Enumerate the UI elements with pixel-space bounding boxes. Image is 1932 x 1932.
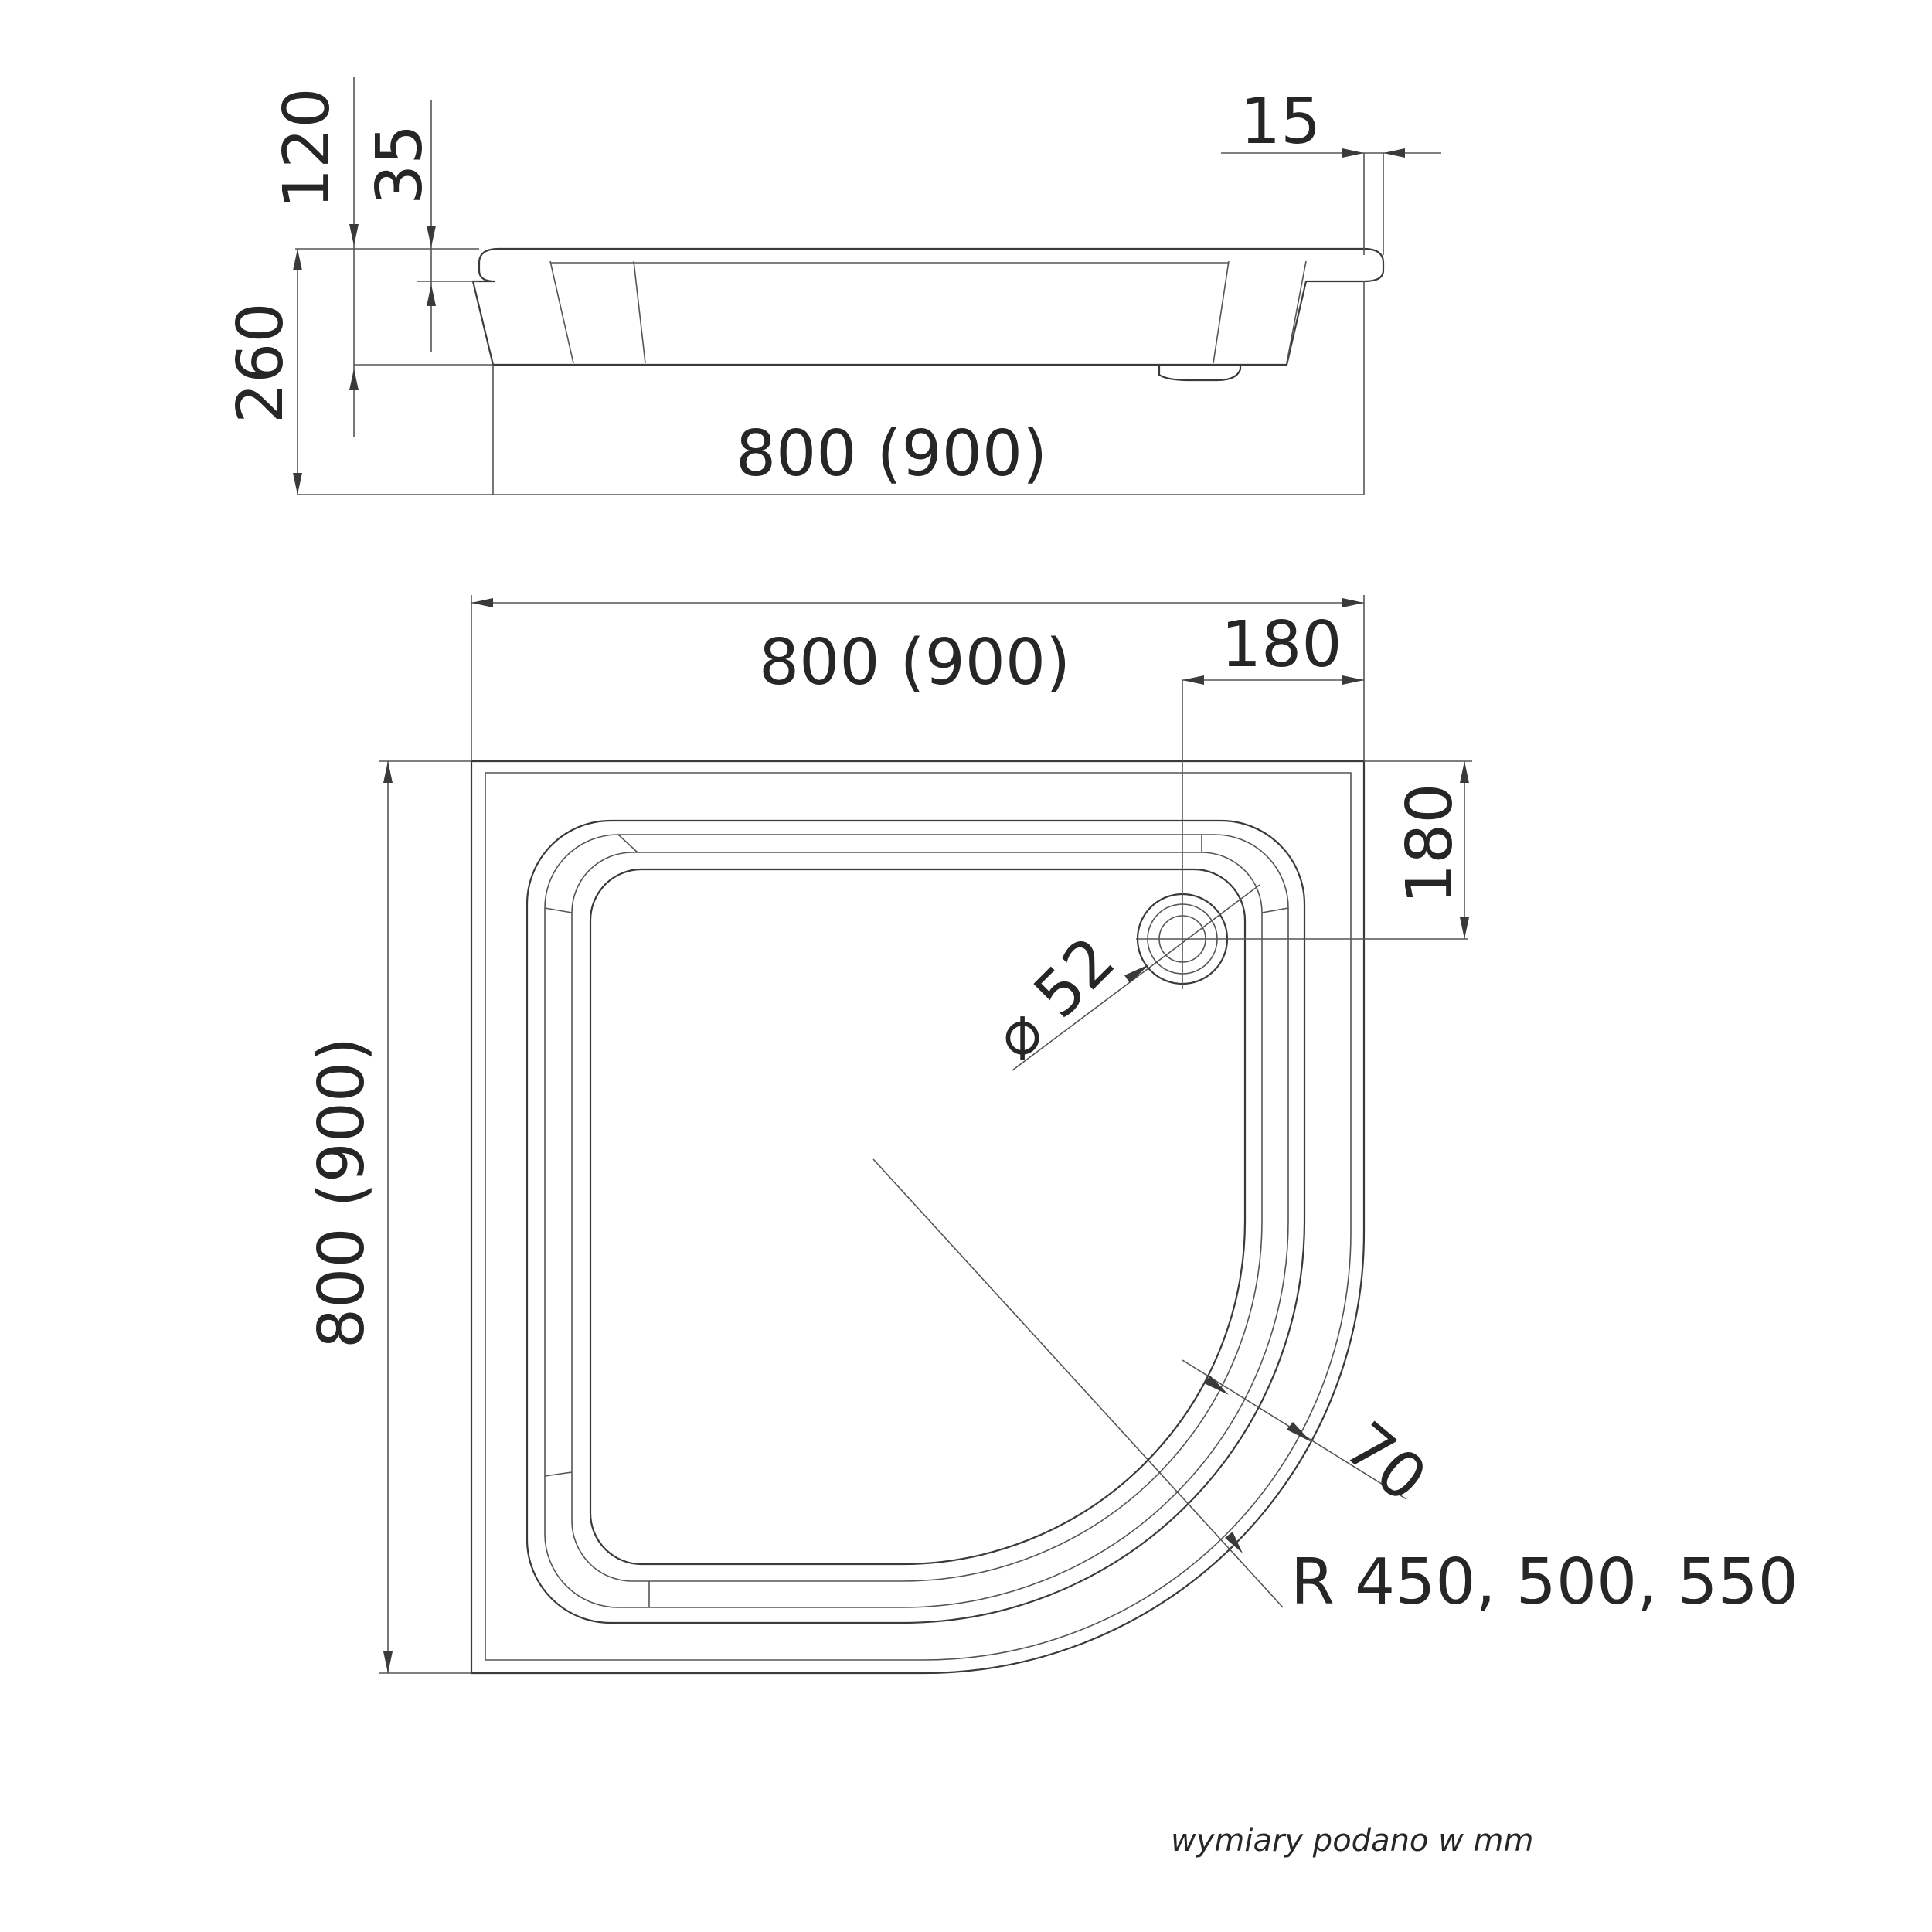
arrow-35-top — [427, 226, 436, 247]
arrow-diameter — [1124, 964, 1149, 983]
label-diameter: ⌀ 52 — [979, 923, 1129, 1073]
arrow-top-width-left — [471, 598, 493, 607]
arrow-180x-right — [1342, 675, 1364, 685]
bevel-bl-a — [544, 1471, 573, 1477]
label-35: 35 — [363, 124, 437, 205]
arrow-70-a — [1204, 1376, 1229, 1395]
tray-outline-inner — [485, 772, 1352, 1661]
side-rim — [471, 247, 1385, 366]
arrow-15-left — [1342, 148, 1364, 158]
arrow-35-bottom — [427, 284, 436, 306]
arrow-180y-bottom — [1460, 917, 1469, 939]
label-180-x: 180 — [1221, 608, 1342, 682]
label-260: 260 — [224, 302, 298, 423]
basin-ring-2 — [544, 834, 1289, 1608]
arrow-180y-top — [1460, 761, 1469, 783]
arrow-depth-bottom — [383, 1651, 393, 1673]
label-depth: 800 (900) — [305, 1037, 379, 1349]
side-wall-left-inner — [633, 260, 646, 364]
bevel-tl-b — [544, 907, 573, 913]
diameter-leader — [1012, 884, 1260, 1071]
arrow-180x-left — [1182, 675, 1204, 685]
label-radius: R 450, 500, 550 — [1291, 1546, 1798, 1619]
label-180-y: 180 — [1393, 783, 1467, 904]
arrow-120-bottom — [349, 369, 359, 390]
side-wall-left — [549, 260, 574, 364]
arrow-260-top — [293, 249, 302, 270]
side-drain-bump — [1158, 365, 1242, 382]
arrow-120-top — [349, 224, 359, 246]
arrow-radius — [1225, 1532, 1243, 1553]
basin-ring-1 — [526, 819, 1306, 1624]
label-side-width: 800 (900) — [736, 417, 1047, 491]
label-rim-70: 70 — [1331, 1409, 1440, 1517]
arrow-depth-top — [383, 761, 393, 783]
bevel-tr-b — [1261, 907, 1289, 913]
basin-floor — [589, 868, 1247, 1566]
top-view: 800 (900) 180 180 ⌀ 52 800 (900) 70 R 45… — [305, 595, 1798, 1675]
units-note: wymiary podano w mm — [1171, 1823, 1533, 1859]
side-view: 120 35 260 15 800 (900) — [224, 77, 1441, 495]
arrow-260-bottom — [293, 473, 302, 495]
arrow-70-b — [1287, 1422, 1311, 1442]
label-15: 15 — [1240, 85, 1321, 158]
bevel-tl-a — [617, 834, 638, 853]
label-top-width: 800 (900) — [759, 626, 1070, 699]
label-120: 120 — [270, 87, 344, 209]
basin-ring-3 — [571, 852, 1263, 1582]
arrow-15-right — [1383, 148, 1405, 158]
side-wall-right-inner — [1213, 260, 1230, 364]
side-wall-right — [1286, 260, 1307, 364]
radius-leader — [872, 1158, 1284, 1608]
arrow-top-width-right — [1342, 598, 1364, 607]
